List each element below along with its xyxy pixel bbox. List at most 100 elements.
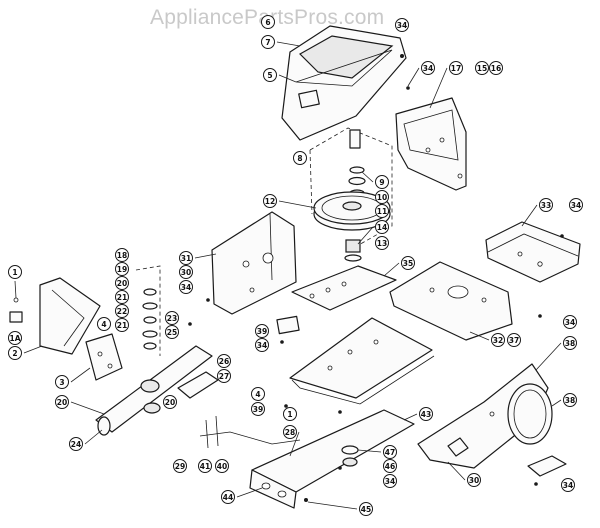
- callout-c21b: 21: [115, 318, 129, 332]
- callout-c24: 24: [69, 437, 83, 451]
- callout-circle: [255, 338, 269, 352]
- deck-plate[interactable]: [289, 317, 435, 405]
- callout-c34b: 34: [421, 61, 435, 75]
- leader-lines: [14, 41, 562, 510]
- callout-circle: [359, 502, 373, 516]
- callout-number: 40: [217, 462, 227, 471]
- callout-number: 33: [541, 201, 551, 210]
- callout-c25: 25: [165, 325, 179, 339]
- engine-mount[interactable]: [389, 261, 513, 341]
- callout-c37: 37: [507, 333, 521, 347]
- callout-circle: [569, 198, 583, 212]
- callout-circle: [8, 265, 22, 279]
- callout-circle: [261, 15, 275, 29]
- rear-panel[interactable]: [395, 97, 467, 191]
- callout-number: 2: [12, 349, 17, 358]
- callout-c34d: 34: [179, 280, 193, 294]
- callout-circle: [198, 459, 212, 473]
- callout-c20b: 20: [55, 395, 69, 409]
- callout-c22: 22: [115, 304, 129, 318]
- callout-number: 44: [223, 493, 233, 502]
- callout-number: 21: [117, 321, 127, 330]
- callout-circle: [293, 151, 307, 165]
- axle-clip[interactable]: [177, 371, 219, 399]
- callout-circle: [217, 369, 231, 383]
- callout-c14: 14: [375, 220, 389, 234]
- callout-number: 20: [117, 279, 127, 288]
- discharge-housing[interactable]: [417, 363, 553, 469]
- callout-circle: [375, 190, 389, 204]
- bearing-stack[interactable]: [135, 265, 161, 356]
- callout-number: 20: [57, 398, 67, 407]
- callout-number: 26: [219, 357, 229, 366]
- skid-plate[interactable]: [85, 333, 123, 381]
- top-plate[interactable]: [291, 265, 397, 311]
- callout-c7: 7: [261, 35, 275, 49]
- callout-circle: [421, 61, 435, 75]
- left-deflector[interactable]: [9, 277, 101, 355]
- callout-number: 10: [377, 193, 387, 202]
- callout-number: 20: [165, 398, 175, 407]
- callout-c19: 19: [115, 262, 129, 276]
- callout-number: 17: [451, 64, 461, 73]
- callout-c4b: 4: [251, 387, 265, 401]
- callout-number: 34: [385, 477, 395, 486]
- callout-circle: [563, 315, 577, 329]
- callout-number: 31: [181, 254, 191, 263]
- callout-circle: [115, 304, 129, 318]
- access-plate[interactable]: [527, 455, 567, 477]
- callout-circle: [97, 317, 111, 331]
- callout-c47: 47: [383, 445, 397, 459]
- callout-circle: [263, 194, 277, 208]
- callout-number: 7: [265, 38, 270, 47]
- callout-c1a: 1: [8, 265, 22, 279]
- callout-c45: 45: [359, 502, 373, 516]
- mounting-bracket[interactable]: [485, 221, 581, 283]
- callout-circle: [251, 387, 265, 401]
- callout-c34g: 34: [383, 474, 397, 488]
- shaft-hardware[interactable]: [348, 129, 366, 197]
- callout-circle: [179, 251, 193, 265]
- side-wall[interactable]: [211, 211, 297, 315]
- callout-number: 14: [377, 223, 387, 232]
- hood-housing[interactable]: [281, 25, 410, 141]
- callout-c38a: 38: [563, 336, 577, 350]
- callout-c12: 12: [263, 194, 277, 208]
- callout-c31: 31: [179, 251, 193, 265]
- callout-number: 16: [491, 64, 501, 73]
- callout-c30a: 30: [179, 265, 193, 279]
- callout-number: 28: [285, 428, 295, 437]
- callout-circle: [375, 220, 389, 234]
- callout-c34f: 34: [563, 315, 577, 329]
- callout-circle: [475, 61, 489, 75]
- small-cover-plate[interactable]: [276, 315, 300, 335]
- callout-circle: [375, 204, 389, 218]
- callout-number: 11: [377, 207, 387, 216]
- callout-number: 9: [379, 178, 384, 187]
- callout-circle: [489, 61, 503, 75]
- callout-c18: 18: [115, 248, 129, 262]
- drive-pulley[interactable]: [313, 191, 391, 231]
- callout-c21a: 21: [115, 290, 129, 304]
- callout-number: 15: [477, 64, 487, 73]
- callout-number: 46: [385, 462, 395, 471]
- callout-circle: [375, 236, 389, 250]
- linkage-rod[interactable]: [199, 415, 301, 449]
- callout-number: 45: [361, 505, 371, 514]
- callout-c10: 10: [375, 190, 389, 204]
- callout-circle: [449, 61, 463, 75]
- chute-arm[interactable]: [249, 409, 415, 509]
- pulley-bearing[interactable]: [344, 239, 362, 262]
- callout-number: 18: [117, 251, 127, 260]
- callout-c34e: 34: [255, 338, 269, 352]
- callout-c30b: 30: [467, 473, 481, 487]
- callout-circle: [221, 490, 235, 504]
- callout-circle: [173, 459, 187, 473]
- callout-circle: [261, 35, 275, 49]
- callout-c15: 15: [475, 61, 489, 75]
- callout-circle: [401, 256, 415, 270]
- callout-c8: 8: [293, 151, 307, 165]
- callout-circle: [115, 248, 129, 262]
